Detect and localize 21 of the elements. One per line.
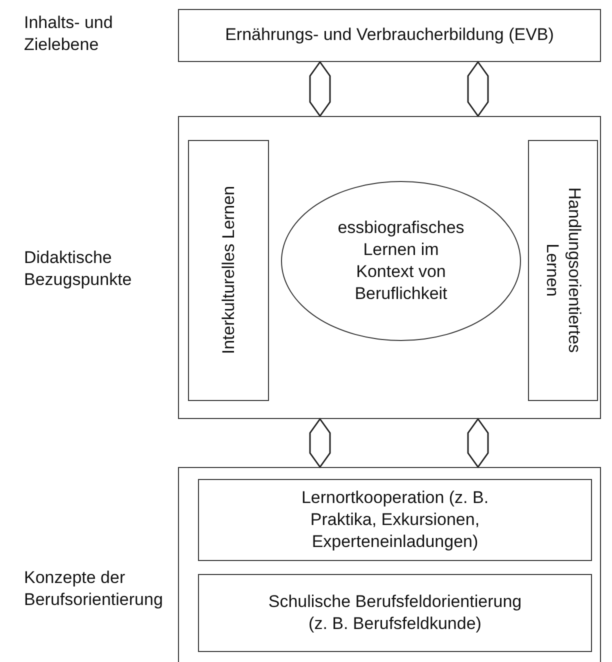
row-label: Didaktische Bezugspunkte (24, 247, 133, 292)
double-arrow (467, 60, 489, 118)
panel-box (178, 467, 601, 662)
node-label: Handlungsorientiertes Lernen (542, 186, 586, 356)
text-box (528, 140, 598, 401)
double-arrow (309, 60, 331, 118)
node-label: essbiografisches Lernen im Kontext von Beruflichkeit (338, 216, 464, 306)
node-label: Interkulturelles Lernen (217, 186, 238, 356)
row-label: Konzepte der Berufsorientierung (24, 567, 164, 612)
ellipse-node (281, 181, 521, 341)
row-label: Inhalts- und Zielebene (24, 12, 114, 56)
double-arrow (467, 418, 489, 468)
node-label: Schulische Berufsfeldorientierung (z. B. Berufsfeldkunde) (267, 590, 523, 635)
text-box (178, 9, 601, 62)
node-label: Lernortkooperation (z. B. Praktika, Exkursionen, Experteneinladungen) (300, 486, 490, 554)
double-arrow (309, 418, 331, 468)
text-box (188, 140, 269, 401)
panel-box (178, 116, 601, 419)
node-label: Ernährungs- und Verbraucherbildung (EVB) (225, 24, 554, 46)
text-box (198, 479, 592, 561)
text-box (198, 574, 592, 652)
